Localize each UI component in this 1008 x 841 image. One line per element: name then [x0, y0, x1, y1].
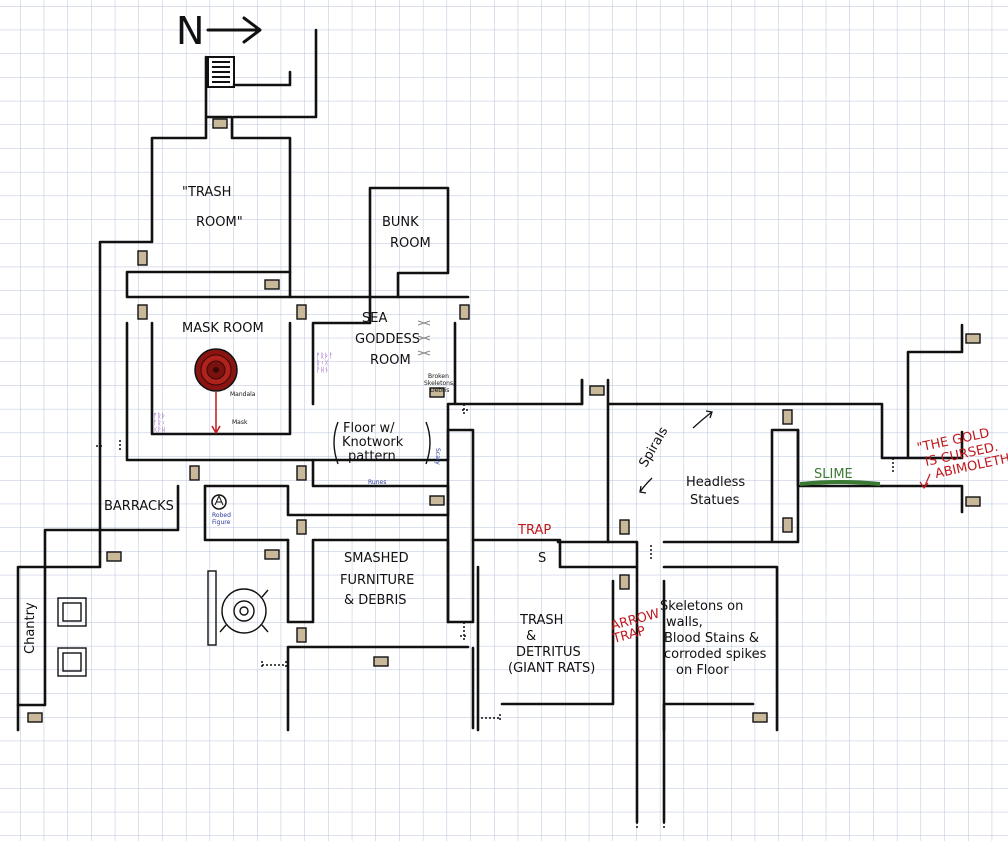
door[interactable] [429, 495, 445, 506]
dungeon-walls [16, 28, 964, 824]
secret-door[interactable] [460, 404, 468, 416]
door[interactable] [782, 517, 793, 533]
broken-note-1: Broken [428, 373, 449, 380]
robed-figure-icon [211, 494, 227, 510]
skeletons-label-2: walls, [666, 615, 703, 630]
skeletons-label-1: Skeletons on [660, 599, 743, 614]
headless-label-1: Headless [686, 475, 745, 490]
secret-door[interactable] [261, 661, 287, 669]
door[interactable] [752, 712, 768, 723]
trash-room-label-2: ROOM" [196, 215, 243, 230]
trash-detritus-label-1: TRASH [519, 613, 563, 628]
secret-door[interactable] [460, 622, 468, 640]
mandala-note: Mandala [230, 391, 256, 398]
smashed-label-3: & DEBRIS [344, 593, 407, 608]
mask-room-label: MASK ROOM [182, 321, 264, 336]
runes-note: Runes [368, 479, 386, 486]
secret-door[interactable] [481, 714, 501, 722]
secret-door[interactable] [96, 440, 104, 452]
door[interactable] [296, 519, 307, 535]
door[interactable] [296, 627, 307, 643]
slime-hazard [799, 480, 881, 486]
fish-icon [417, 320, 431, 356]
skeletons-label-4: corroded spikes [664, 647, 767, 662]
doors [27, 118, 981, 723]
gold-arrow-icon [919, 473, 931, 490]
spirals-arrow-icon [692, 410, 713, 429]
secret-doors [96, 404, 894, 830]
door[interactable] [619, 519, 630, 535]
svg-text:ᚠᚱᚦ: ᚠᚱᚦ [153, 412, 166, 420]
robed-figure-note-1: Robed [212, 512, 231, 519]
sea-goddess-label-3: ROOM [370, 353, 411, 368]
broken-note-3: Debris [430, 387, 449, 394]
chantry-label: Chantry [23, 602, 38, 654]
door[interactable] [965, 333, 981, 344]
headless-label-2: Statues [690, 493, 740, 508]
knotwork-bracket [333, 421, 431, 465]
svg-text:ᚨᚱᚲ: ᚨᚱᚲ [153, 419, 166, 427]
door[interactable] [619, 574, 630, 590]
spirals-arrow-icon [639, 477, 653, 494]
bunk-room-label-2: ROOM [390, 236, 431, 251]
barracks-label: BARRACKS [104, 499, 174, 514]
smashed-label-2: FURNITURE [340, 573, 414, 588]
scary-note: Scary [434, 448, 441, 465]
chantry-altar-icon [57, 597, 87, 677]
trash-room-label-1: "TRASH [182, 185, 231, 200]
trash-detritus-label-4: (GIANT RATS) [508, 661, 595, 676]
compass-n-label: N [176, 9, 204, 53]
svg-text:ᚱᚲᚷ: ᚱᚲᚷ [316, 359, 329, 367]
door[interactable] [589, 385, 605, 396]
slime-label: SLIME [814, 467, 853, 482]
passage-continues [636, 782, 665, 830]
skeletons-label-5: on Floor [676, 663, 729, 678]
door[interactable] [137, 250, 148, 266]
svg-text:ᚷᚹᚺ: ᚷᚹᚺ [153, 426, 166, 434]
door[interactable] [782, 409, 793, 425]
summoning-circle-icon [207, 570, 269, 646]
stairs-icon [207, 56, 235, 88]
mask-note: Mask [232, 419, 248, 426]
broken-note-2: Skeletons/ [424, 380, 456, 387]
skeletons-label-3: Blood Stains & [664, 631, 759, 646]
door[interactable] [106, 551, 122, 562]
trash-detritus-label-3: DETRITUS [516, 645, 581, 660]
door[interactable] [137, 304, 148, 320]
door[interactable] [212, 118, 228, 129]
compass-arrow-icon [206, 16, 262, 44]
trap-label: TRAP [517, 523, 551, 538]
door[interactable] [429, 387, 445, 398]
door[interactable] [296, 304, 307, 320]
svg-text:ᚹᚺᚾ: ᚹᚺᚾ [316, 366, 329, 374]
robed-figure-note-2: Figure [212, 519, 231, 526]
trap-symbol: S [538, 551, 546, 566]
knotwork-label-3: pattern [348, 449, 396, 464]
trash-detritus-label-2: & [526, 629, 536, 644]
door[interactable] [965, 496, 981, 507]
sea-goddess-label-1: SEA [362, 311, 387, 326]
smashed-label-1: SMASHED [344, 551, 409, 566]
compass: N [176, 9, 262, 53]
knotwork-label-1: Floor w/ [343, 421, 395, 436]
mandala-icon [194, 348, 238, 435]
knotwork-label-2: Knotwork [342, 435, 404, 450]
door[interactable] [459, 304, 470, 320]
door[interactable] [373, 656, 389, 667]
bunk-room-label-1: BUNK [382, 215, 419, 230]
door[interactable] [296, 465, 307, 481]
door[interactable] [264, 279, 280, 290]
svg-text:ᚠᚱᚦᚨ: ᚠᚱᚦᚨ [316, 352, 333, 360]
door[interactable] [27, 712, 43, 723]
sea-goddess-label-2: GODDESS [355, 332, 420, 347]
door[interactable] [189, 465, 200, 481]
door[interactable] [264, 549, 280, 560]
